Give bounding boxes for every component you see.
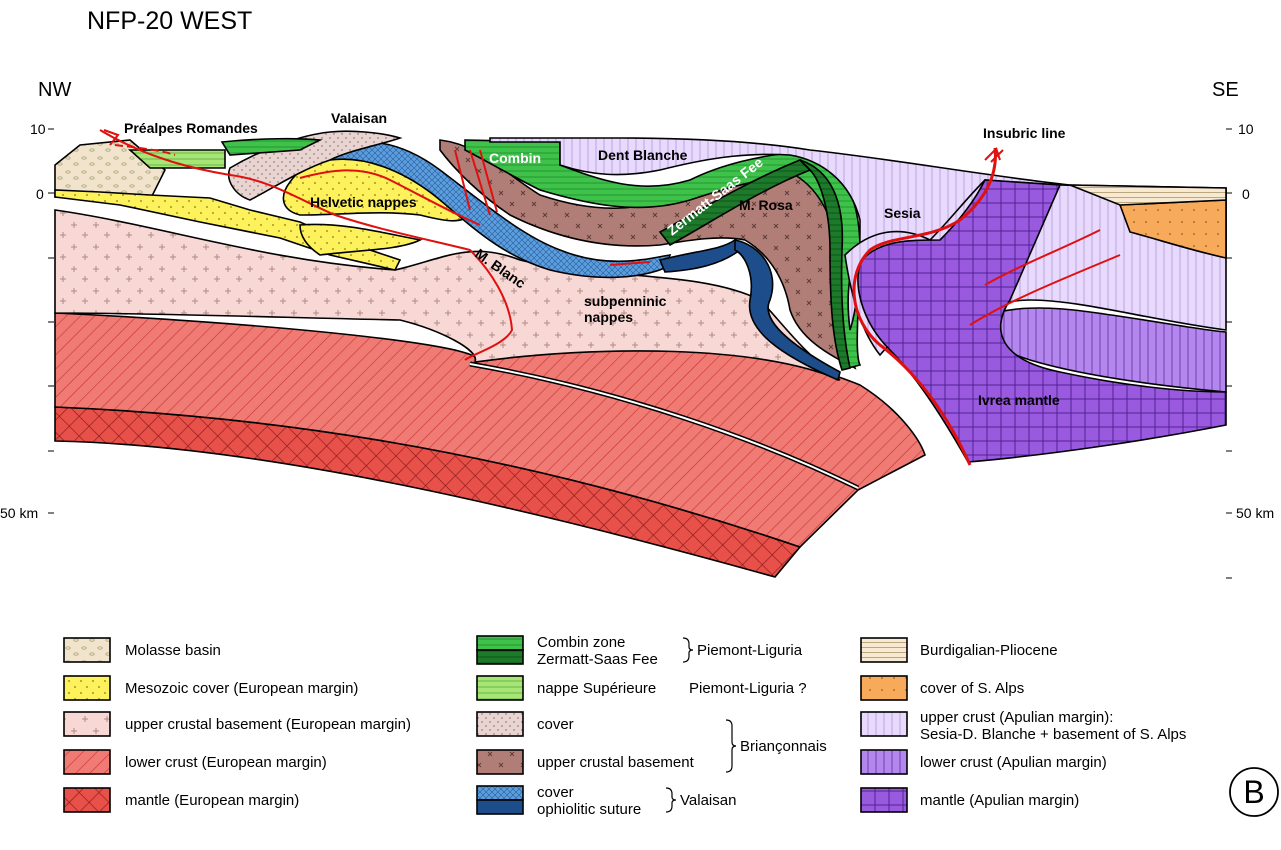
legend-group-valaisan: Valaisan: [680, 792, 736, 809]
label-ivrea: Ivrea mantle: [978, 392, 1060, 408]
left-tick-10: 10: [30, 121, 46, 137]
left-tick-50km: 50 km: [0, 505, 38, 521]
apulian-lower-crust-unit: [958, 307, 1227, 393]
right-tick-0: 0: [1242, 186, 1250, 202]
swatch-s-alps: [860, 675, 908, 701]
legend-ap-lower: lower crust (Apulian margin): [920, 754, 1107, 771]
figure-title: NFP-20 WEST: [87, 7, 252, 35]
legend-ap-mantle: mantle (Apulian margin): [920, 792, 1079, 809]
right-tick-10: 10: [1238, 121, 1254, 137]
legend-group-piemont-q: Piemont-Liguria ?: [689, 680, 807, 697]
label-combin: Combin: [489, 150, 541, 166]
insubric-fault-line: [852, 147, 997, 466]
swatch-molasse: [63, 637, 111, 663]
swatch-nappe-sup: [476, 675, 524, 701]
orientation-left: NW: [38, 79, 71, 101]
right-tick-50km: 50 km: [1236, 505, 1274, 521]
legend-eu-upper: upper crustal basement (European margin): [125, 716, 411, 733]
legend-eu-mantle: mantle (European margin): [125, 792, 299, 809]
swatch-br-cover: [476, 711, 524, 737]
swatch-ap-mantle: [860, 787, 908, 813]
eu-lower-crust-unit: [54, 312, 926, 548]
legend-molasse: Molasse basin: [125, 642, 221, 659]
legend-burdigalian: Burdigalian-Pliocene: [920, 642, 1058, 659]
swatch-mesozoic: [63, 675, 111, 701]
legend-br-base: upper crustal basement: [537, 754, 695, 771]
burdigalian-unit: [1069, 184, 1227, 206]
legend-val-cover: cover: [537, 784, 574, 801]
swatch-ap-upper: [860, 711, 908, 737]
label-dent-blanche: Dent Blanche: [598, 147, 688, 163]
swatch-zermatt: [476, 649, 524, 665]
legend-val-suture: ophiolitic suture: [537, 801, 641, 818]
panel-badge: B: [1229, 767, 1279, 817]
swatch-ap-lower: [860, 749, 908, 775]
legend-group-brianconnais: Briançonnais: [740, 738, 827, 755]
left-depth-axis: 10 0 50 km: [0, 121, 54, 521]
swatch-combin: [476, 635, 524, 651]
swatch-eu-upper: [63, 711, 111, 737]
swatch-eu-mantle: [63, 787, 111, 813]
label-sesia: Sesia: [884, 205, 921, 221]
legend-s-alps: cover of S. Alps: [920, 680, 1024, 697]
label-subpenninic-2: nappes: [584, 309, 633, 325]
legend: Molasse basin Mesozoic cover (European m…: [63, 634, 1186, 818]
legend-ap-upper-a: upper crust (Apulian margin):: [920, 709, 1113, 726]
swatch-eu-lower: [63, 749, 111, 775]
right-depth-axis: 10 0 50 km: [1226, 121, 1274, 579]
label-valaisan: Valaisan: [331, 110, 387, 126]
swatch-br-base: [476, 749, 524, 775]
label-prealpes: Préalpes Romandes: [124, 120, 258, 136]
cross-section: Préalpes Romandes Valaisan Helvetic napp…: [54, 110, 1227, 578]
legend-br-cover: cover: [537, 716, 574, 733]
legend-nappe-sup: nappe Supérieure: [537, 680, 656, 697]
swatch-val-cover: [476, 785, 524, 801]
label-subpenninic-1: subpenninic: [584, 293, 667, 309]
legend-zermatt: Zermatt-Saas Fee: [537, 651, 658, 668]
label-insubric: Insubric line: [983, 125, 1066, 141]
left-tick-0: 0: [36, 186, 44, 202]
legend-ap-upper-b: Sesia-D. Blanche + basement of S. Alps: [920, 726, 1186, 743]
label-m-rosa: M. Rosa: [739, 197, 793, 213]
legend-combin: Combin zone: [537, 634, 625, 651]
s-alps-cover-unit: [1118, 199, 1227, 259]
swatch-burdigalian: [860, 637, 908, 663]
label-helvetic: Helvetic nappes: [310, 194, 417, 210]
swatch-val-suture: [476, 799, 524, 815]
nappe-superieure-unit: [127, 149, 226, 169]
legend-eu-lower: lower crust (European margin): [125, 754, 327, 771]
legend-group-piemont: Piemont-Liguria: [697, 642, 803, 659]
panel-badge-letter: B: [1243, 774, 1264, 810]
legend-mesozoic: Mesozoic cover (European margin): [125, 680, 358, 697]
orientation-right: SE: [1212, 79, 1239, 101]
